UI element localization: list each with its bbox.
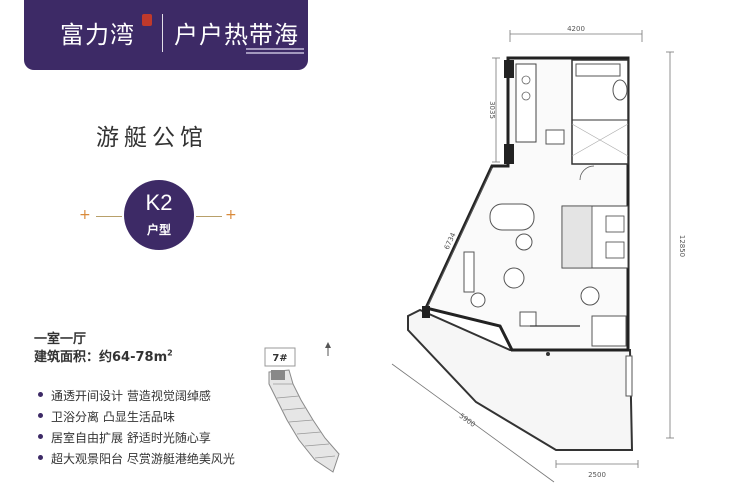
- floor-area: 建筑面积：约64-78m2: [34, 346, 173, 365]
- dimension-top: 4200: [567, 25, 585, 33]
- pillow: [605, 241, 625, 259]
- building-label-box: [264, 347, 296, 367]
- door-swing: [579, 165, 595, 181]
- tv-cabinet: [463, 251, 475, 293]
- pillow: [605, 215, 625, 233]
- ornament-plus-left-icon: +: [79, 207, 91, 223]
- bullet-icon: [38, 413, 43, 418]
- bullet-icon: [38, 392, 43, 397]
- ornament-line-left: [96, 216, 122, 217]
- chair: [519, 311, 537, 327]
- building-unit-lines: [273, 383, 336, 459]
- brand-logo: 富力湾: [60, 21, 135, 49]
- bullet-icon: [38, 434, 43, 439]
- structural-column: [504, 144, 514, 164]
- vanity-sink: [575, 63, 621, 77]
- kitchen-counter: [515, 63, 537, 143]
- building-key-plan: 7#: [264, 342, 340, 473]
- round-table: [580, 286, 600, 306]
- brand-banner: 富力湾 户户热带海: [24, 0, 308, 70]
- stove-icon: [521, 75, 531, 85]
- slogan-subtext-decoration: [246, 48, 304, 56]
- dimension-inner-left: 3035: [488, 101, 496, 119]
- page-title: 游艇公馆: [96, 125, 208, 151]
- floor-area-unit-superscript: 2: [167, 348, 173, 358]
- unit-code: K2: [145, 190, 173, 215]
- sofa: [489, 203, 535, 231]
- highlighted-unit: [271, 370, 285, 380]
- structural-column: [504, 60, 514, 78]
- ornament-plus-right-icon: +: [225, 207, 237, 223]
- bed-blanket: [561, 205, 593, 269]
- banner-divider: [162, 14, 163, 52]
- floor-area-text: 建筑面积：约64-78m: [34, 350, 168, 365]
- dimension-bottom: 2500: [588, 471, 606, 479]
- structural-column: [422, 306, 430, 318]
- coffee-table: [503, 267, 525, 289]
- compass-icon: [325, 342, 331, 356]
- list-item: 通透开间设计 营造视觉阔绰感: [38, 386, 235, 407]
- dimension-bottom-diagonal: 5900: [458, 412, 477, 429]
- building-label: 7#: [272, 353, 287, 364]
- bathroom: [571, 59, 629, 165]
- list-item: 超大观景阳台 尽赏游艇港绝美风光: [38, 449, 235, 470]
- door-handle-icon: [546, 352, 550, 356]
- balcony-fixture: [625, 355, 633, 397]
- unit-type-label: 户型: [146, 223, 171, 237]
- unit-badge: K2 户型: [124, 180, 194, 250]
- logo-seal-icon: [142, 14, 152, 26]
- side-table: [515, 233, 533, 251]
- dimension-right: 12850: [678, 235, 686, 257]
- list-item: 居室自由扩展 舒适时光随心享: [38, 428, 235, 449]
- armchair: [470, 292, 486, 308]
- layout-type: 一室一厅: [34, 332, 87, 347]
- bullet-icon: [38, 455, 43, 460]
- floor-plan: 4200 12850 3035 6734 5900 2500: [391, 25, 686, 483]
- ornament-line-right: [196, 216, 222, 217]
- desk: [591, 315, 627, 347]
- window-line: [425, 167, 493, 311]
- brand-slogan: 户户热带海: [174, 21, 299, 49]
- dining-table: [545, 129, 565, 145]
- toilet-icon: [612, 79, 628, 101]
- feature-list: 通透开间设计 营造视觉阔绰感 卫浴分离 凸显生活品味 居室自由扩展 舒适时光随心…: [38, 386, 235, 470]
- balcony: [407, 308, 634, 451]
- list-item: 卫浴分离 凸显生活品味: [38, 407, 235, 428]
- stove-icon: [521, 91, 531, 101]
